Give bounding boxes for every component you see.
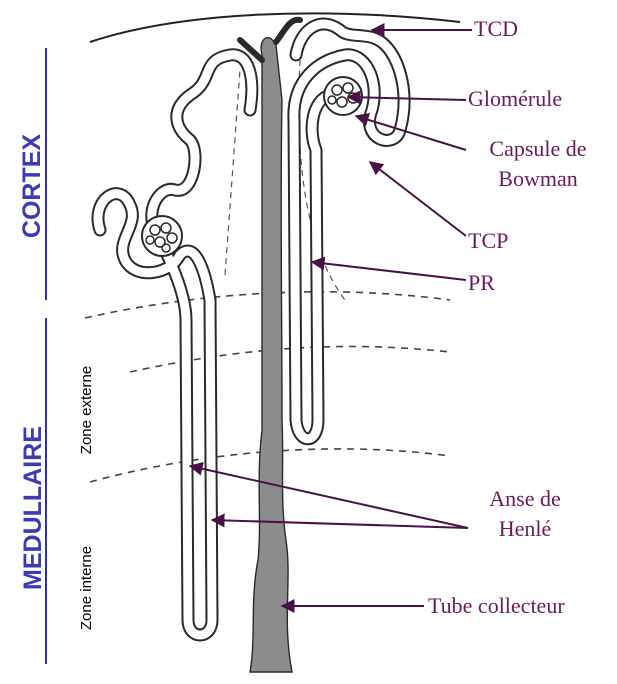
tcd-label: TCD bbox=[474, 14, 518, 44]
cortex-label: CORTEX bbox=[18, 116, 46, 256]
pr-label: PR bbox=[468, 268, 495, 298]
arrow-icon bbox=[370, 162, 466, 236]
arrow-icon bbox=[212, 520, 468, 528]
capsule-line-2: Bowman bbox=[468, 164, 608, 194]
medullaire-label: MEDULLAIRE bbox=[19, 403, 47, 613]
arrow-icon bbox=[190, 466, 468, 528]
tube-collecteur-label: Tube collecteur bbox=[428, 591, 565, 621]
long-nephron bbox=[98, 55, 252, 635]
glomerule-label: Glomérule bbox=[468, 84, 562, 114]
kidney-boundary bbox=[90, 13, 460, 42]
anse-de-henle-label: Anse de Henlé bbox=[470, 484, 580, 544]
capsule-de-bowman-label: Capsule de Bowman bbox=[468, 134, 608, 194]
tcp-label: TCP bbox=[468, 226, 508, 256]
anse-line-1: Anse de bbox=[470, 484, 580, 514]
glomerulus-icon bbox=[324, 77, 362, 115]
capsule-line-1: Capsule de bbox=[468, 134, 608, 164]
anse-line-2: Henlé bbox=[470, 514, 580, 544]
arrow-icon bbox=[312, 262, 466, 280]
collecting-duct bbox=[250, 38, 292, 672]
zone-interne-label: Zone interne bbox=[77, 533, 97, 643]
zone-externe-label: Zone externe bbox=[77, 355, 97, 465]
glomerulus-icon bbox=[142, 216, 182, 256]
